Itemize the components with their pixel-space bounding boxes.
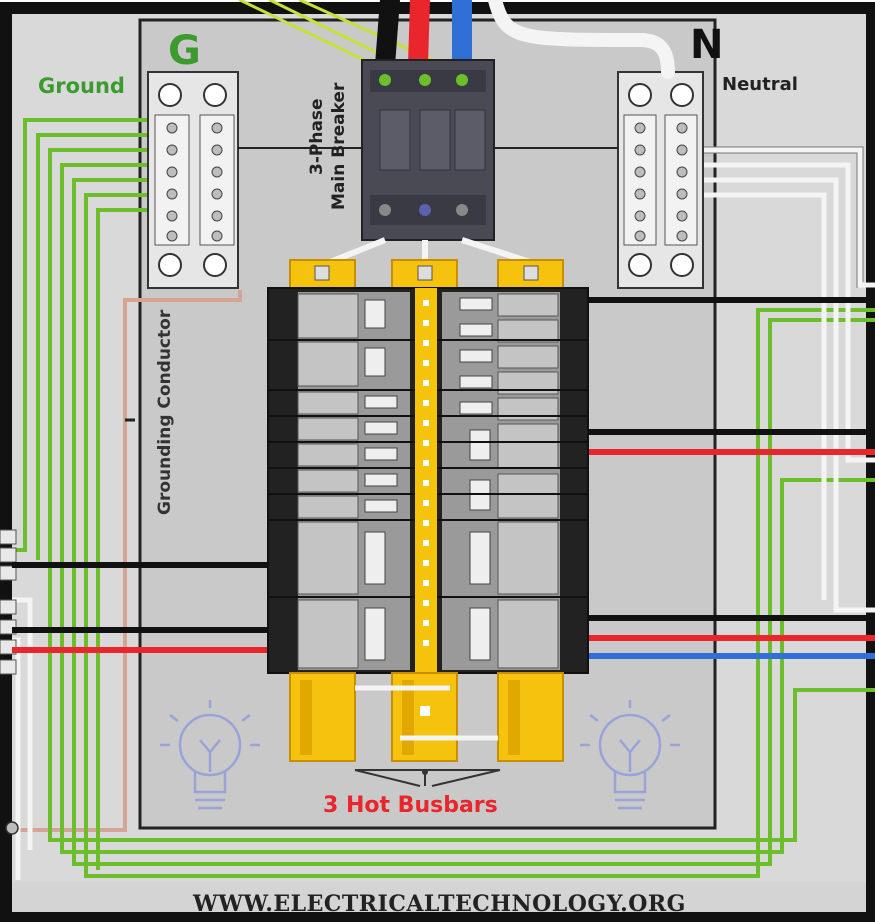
website-strip <box>12 882 866 912</box>
main-breaker-label-line1: 3-Phase <box>307 98 327 175</box>
ground-letter: G <box>168 28 201 74</box>
busbar-tops <box>289 259 564 291</box>
busbar-bottoms <box>289 672 564 762</box>
website-label: WWW.ELECTRICALTECHNOLOGY.ORG <box>192 891 686 917</box>
ground-label: Ground <box>38 74 125 98</box>
main-breaker-label-line2: Main Breaker <box>329 82 349 210</box>
lightbulb-icon-right <box>580 700 680 810</box>
ground-screw-icon <box>5 821 19 835</box>
neutral-letter: N <box>690 22 723 68</box>
neutral-bar <box>617 71 704 289</box>
neutral-wire-outline <box>700 146 864 288</box>
center-busbar <box>415 288 437 673</box>
neutral-label: Neutral <box>722 74 798 95</box>
ground-bar <box>147 71 239 289</box>
bonding-wire <box>15 290 242 832</box>
incoming-service-wires <box>238 0 675 79</box>
busbars-label: 3 Hot Busbars <box>323 793 498 818</box>
grounding-conductor-label: Grounding Conductor <box>155 309 175 515</box>
neutral-wires-right <box>12 147 875 880</box>
main-breaker <box>361 59 495 241</box>
ground-wires-left <box>12 118 875 878</box>
hot-wires-right <box>585 297 875 659</box>
lightbulb-icon-left <box>160 700 260 810</box>
busbar-bracket <box>354 769 501 787</box>
hot-wires-left <box>12 562 275 653</box>
breaker-to-bus-links <box>328 237 531 265</box>
